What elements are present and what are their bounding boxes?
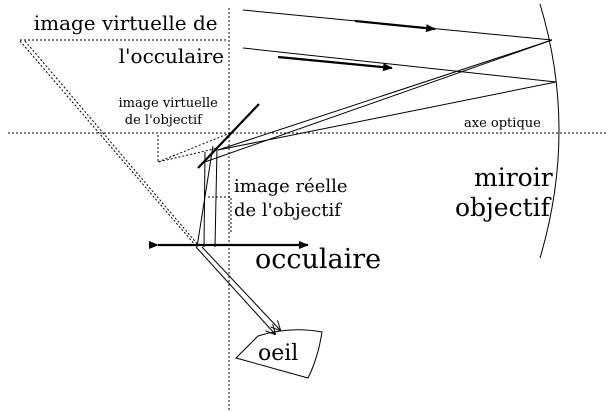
eye-ray-1 <box>195 246 275 334</box>
objective-virtual-image-marker <box>157 135 219 163</box>
objective-real-image-line-2: de l'objectif <box>234 200 342 221</box>
objective-real-image-line-1: image réelle <box>234 176 348 197</box>
reflected-ray-1 <box>201 39 553 164</box>
eyepiece-virtual-ray-a <box>19 40 197 247</box>
primary-mirror-line-2: objectif <box>455 193 552 222</box>
down-ray-3 <box>203 151 206 248</box>
eyepiece-label: occulaire <box>255 244 381 275</box>
primary-mirror <box>539 3 560 259</box>
optical-axis-label: axe optique <box>464 116 541 131</box>
eyepiece-virtual-image-line-2: l'occulaire <box>119 44 224 68</box>
objective-real-image-label: image réelle de l'objectif <box>234 176 353 221</box>
secondary-mirror <box>197 103 260 169</box>
ray-arrow-2 <box>277 55 393 72</box>
reflected-ray-3 <box>217 39 553 151</box>
objective-virtual-ray <box>157 132 231 163</box>
ray-arrow-1 <box>354 19 436 33</box>
objective-virtual-image-line-2: de l'objectif <box>125 113 203 128</box>
objective-virtual-image-label: image virtuelle de l'objectif <box>118 96 222 128</box>
eye-shape <box>235 329 323 379</box>
eyepiece-virtual-image-label: image virtuelle de l'occulaire <box>34 11 224 68</box>
eyepiece-virtual-ray-b <box>24 40 200 247</box>
eye-label: oeil <box>258 341 298 366</box>
incoming-ray-2 <box>242 47 557 83</box>
primary-mirror-line-1: miroir <box>474 163 553 192</box>
objective-real-image-marker <box>208 196 232 233</box>
eyepiece-virtual-image-line-1: image virtuelle de <box>34 11 218 35</box>
primary-mirror-label: miroir objectif <box>455 163 561 222</box>
reflected-ray-2 <box>217 81 557 151</box>
objective-virtual-image-line-1: image virtuelle <box>118 96 218 111</box>
eye-ray-2 <box>201 246 280 330</box>
